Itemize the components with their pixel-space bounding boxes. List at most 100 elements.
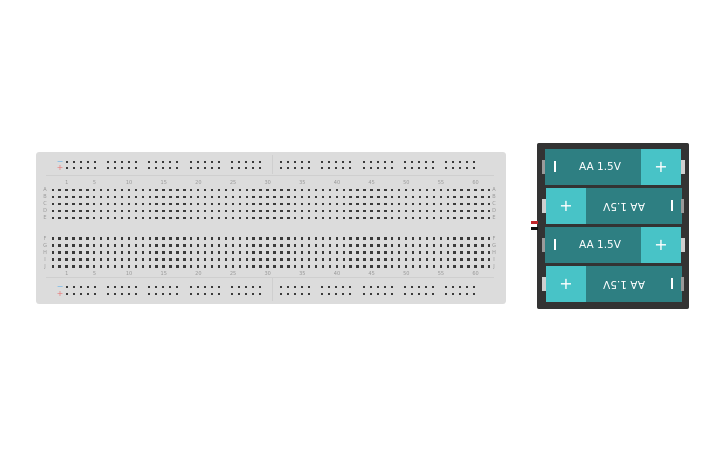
rail-hole[interactable] (321, 292, 324, 295)
hole[interactable] (446, 216, 449, 220)
hole[interactable] (183, 251, 186, 254)
hole[interactable] (294, 237, 297, 240)
hole[interactable] (342, 216, 345, 220)
hole[interactable] (86, 258, 89, 261)
hole[interactable] (432, 251, 436, 254)
hole[interactable] (224, 188, 228, 192)
hole[interactable] (65, 251, 68, 254)
hole[interactable] (231, 265, 235, 268)
hole[interactable] (391, 209, 394, 213)
rail-hole[interactable] (286, 292, 290, 295)
hole[interactable] (65, 209, 68, 213)
hole[interactable] (224, 195, 228, 199)
hole[interactable] (307, 216, 311, 220)
hole[interactable] (432, 202, 436, 206)
rail-hole[interactable] (349, 167, 352, 170)
rail-hole[interactable] (176, 292, 179, 295)
hole[interactable] (51, 244, 54, 247)
hole[interactable] (294, 195, 297, 199)
rail-hole[interactable] (203, 160, 206, 163)
rail-hole[interactable] (155, 167, 158, 170)
hole[interactable] (356, 251, 359, 254)
rail-hole[interactable] (307, 160, 311, 163)
hole[interactable] (335, 265, 339, 268)
hole[interactable] (425, 195, 429, 199)
hole[interactable] (120, 209, 124, 213)
rail-hole[interactable] (189, 285, 192, 288)
hole[interactable] (155, 251, 158, 254)
hole[interactable] (224, 251, 228, 254)
hole[interactable] (349, 265, 352, 268)
rail-hole[interactable] (86, 292, 89, 295)
rail-hole[interactable] (452, 285, 455, 288)
rail-hole[interactable] (127, 167, 131, 170)
hole[interactable] (356, 244, 359, 247)
hole[interactable] (210, 258, 214, 261)
hole[interactable] (432, 195, 436, 199)
hole[interactable] (474, 202, 477, 206)
hole[interactable] (273, 244, 276, 247)
hole[interactable] (363, 195, 366, 199)
rail-hole[interactable] (196, 160, 199, 163)
hole[interactable] (460, 216, 463, 220)
hole[interactable] (377, 244, 380, 247)
rail-hole[interactable] (169, 292, 172, 295)
hole[interactable] (245, 251, 248, 254)
hole[interactable] (169, 188, 172, 192)
hole[interactable] (58, 195, 61, 199)
hole[interactable] (245, 202, 248, 206)
hole[interactable] (155, 216, 158, 220)
rail-hole[interactable] (217, 160, 220, 163)
hole[interactable] (162, 265, 165, 268)
rail-hole[interactable] (286, 285, 290, 288)
hole[interactable] (460, 202, 463, 206)
rail-hole[interactable] (431, 167, 435, 170)
rail-hole[interactable] (466, 292, 469, 295)
hole[interactable] (259, 209, 262, 213)
hole[interactable] (51, 237, 54, 240)
hole[interactable] (377, 209, 380, 213)
hole[interactable] (183, 244, 186, 247)
hole[interactable] (224, 244, 228, 247)
rail-hole[interactable] (459, 167, 462, 170)
rail-hole[interactable] (452, 292, 455, 295)
hole[interactable] (404, 258, 408, 261)
hole[interactable] (280, 265, 283, 268)
hole[interactable] (280, 209, 283, 213)
rail-hole[interactable] (251, 285, 255, 288)
hole[interactable] (100, 244, 103, 247)
hole[interactable] (460, 209, 463, 213)
rail-hole[interactable] (169, 285, 172, 288)
rail-hole[interactable] (403, 167, 407, 170)
rail-hole[interactable] (210, 292, 213, 295)
hole[interactable] (446, 237, 449, 240)
hole[interactable] (93, 244, 96, 247)
rail-hole[interactable] (307, 167, 311, 170)
rail-hole[interactable] (237, 285, 241, 288)
hole[interactable] (356, 265, 359, 268)
hole[interactable] (169, 237, 172, 240)
hole[interactable] (460, 258, 463, 261)
hole[interactable] (425, 202, 429, 206)
rail-hole[interactable] (189, 160, 192, 163)
hole[interactable] (86, 195, 89, 199)
rail-hole[interactable] (86, 160, 89, 163)
hole[interactable] (238, 202, 241, 206)
hole[interactable] (252, 202, 255, 206)
hole[interactable] (79, 188, 82, 192)
hole[interactable] (148, 265, 151, 268)
hole[interactable] (432, 265, 436, 268)
rail-hole[interactable] (106, 160, 110, 163)
hole[interactable] (273, 216, 276, 220)
hole[interactable] (134, 251, 138, 254)
hole[interactable] (134, 258, 138, 261)
hole[interactable] (51, 209, 54, 213)
hole[interactable] (287, 188, 290, 192)
hole[interactable] (79, 244, 82, 247)
rail-hole[interactable] (279, 285, 283, 288)
hole[interactable] (65, 216, 68, 220)
hole[interactable] (300, 188, 304, 192)
hole[interactable] (79, 265, 82, 268)
hole[interactable] (439, 244, 442, 247)
rail-hole[interactable] (335, 292, 338, 295)
